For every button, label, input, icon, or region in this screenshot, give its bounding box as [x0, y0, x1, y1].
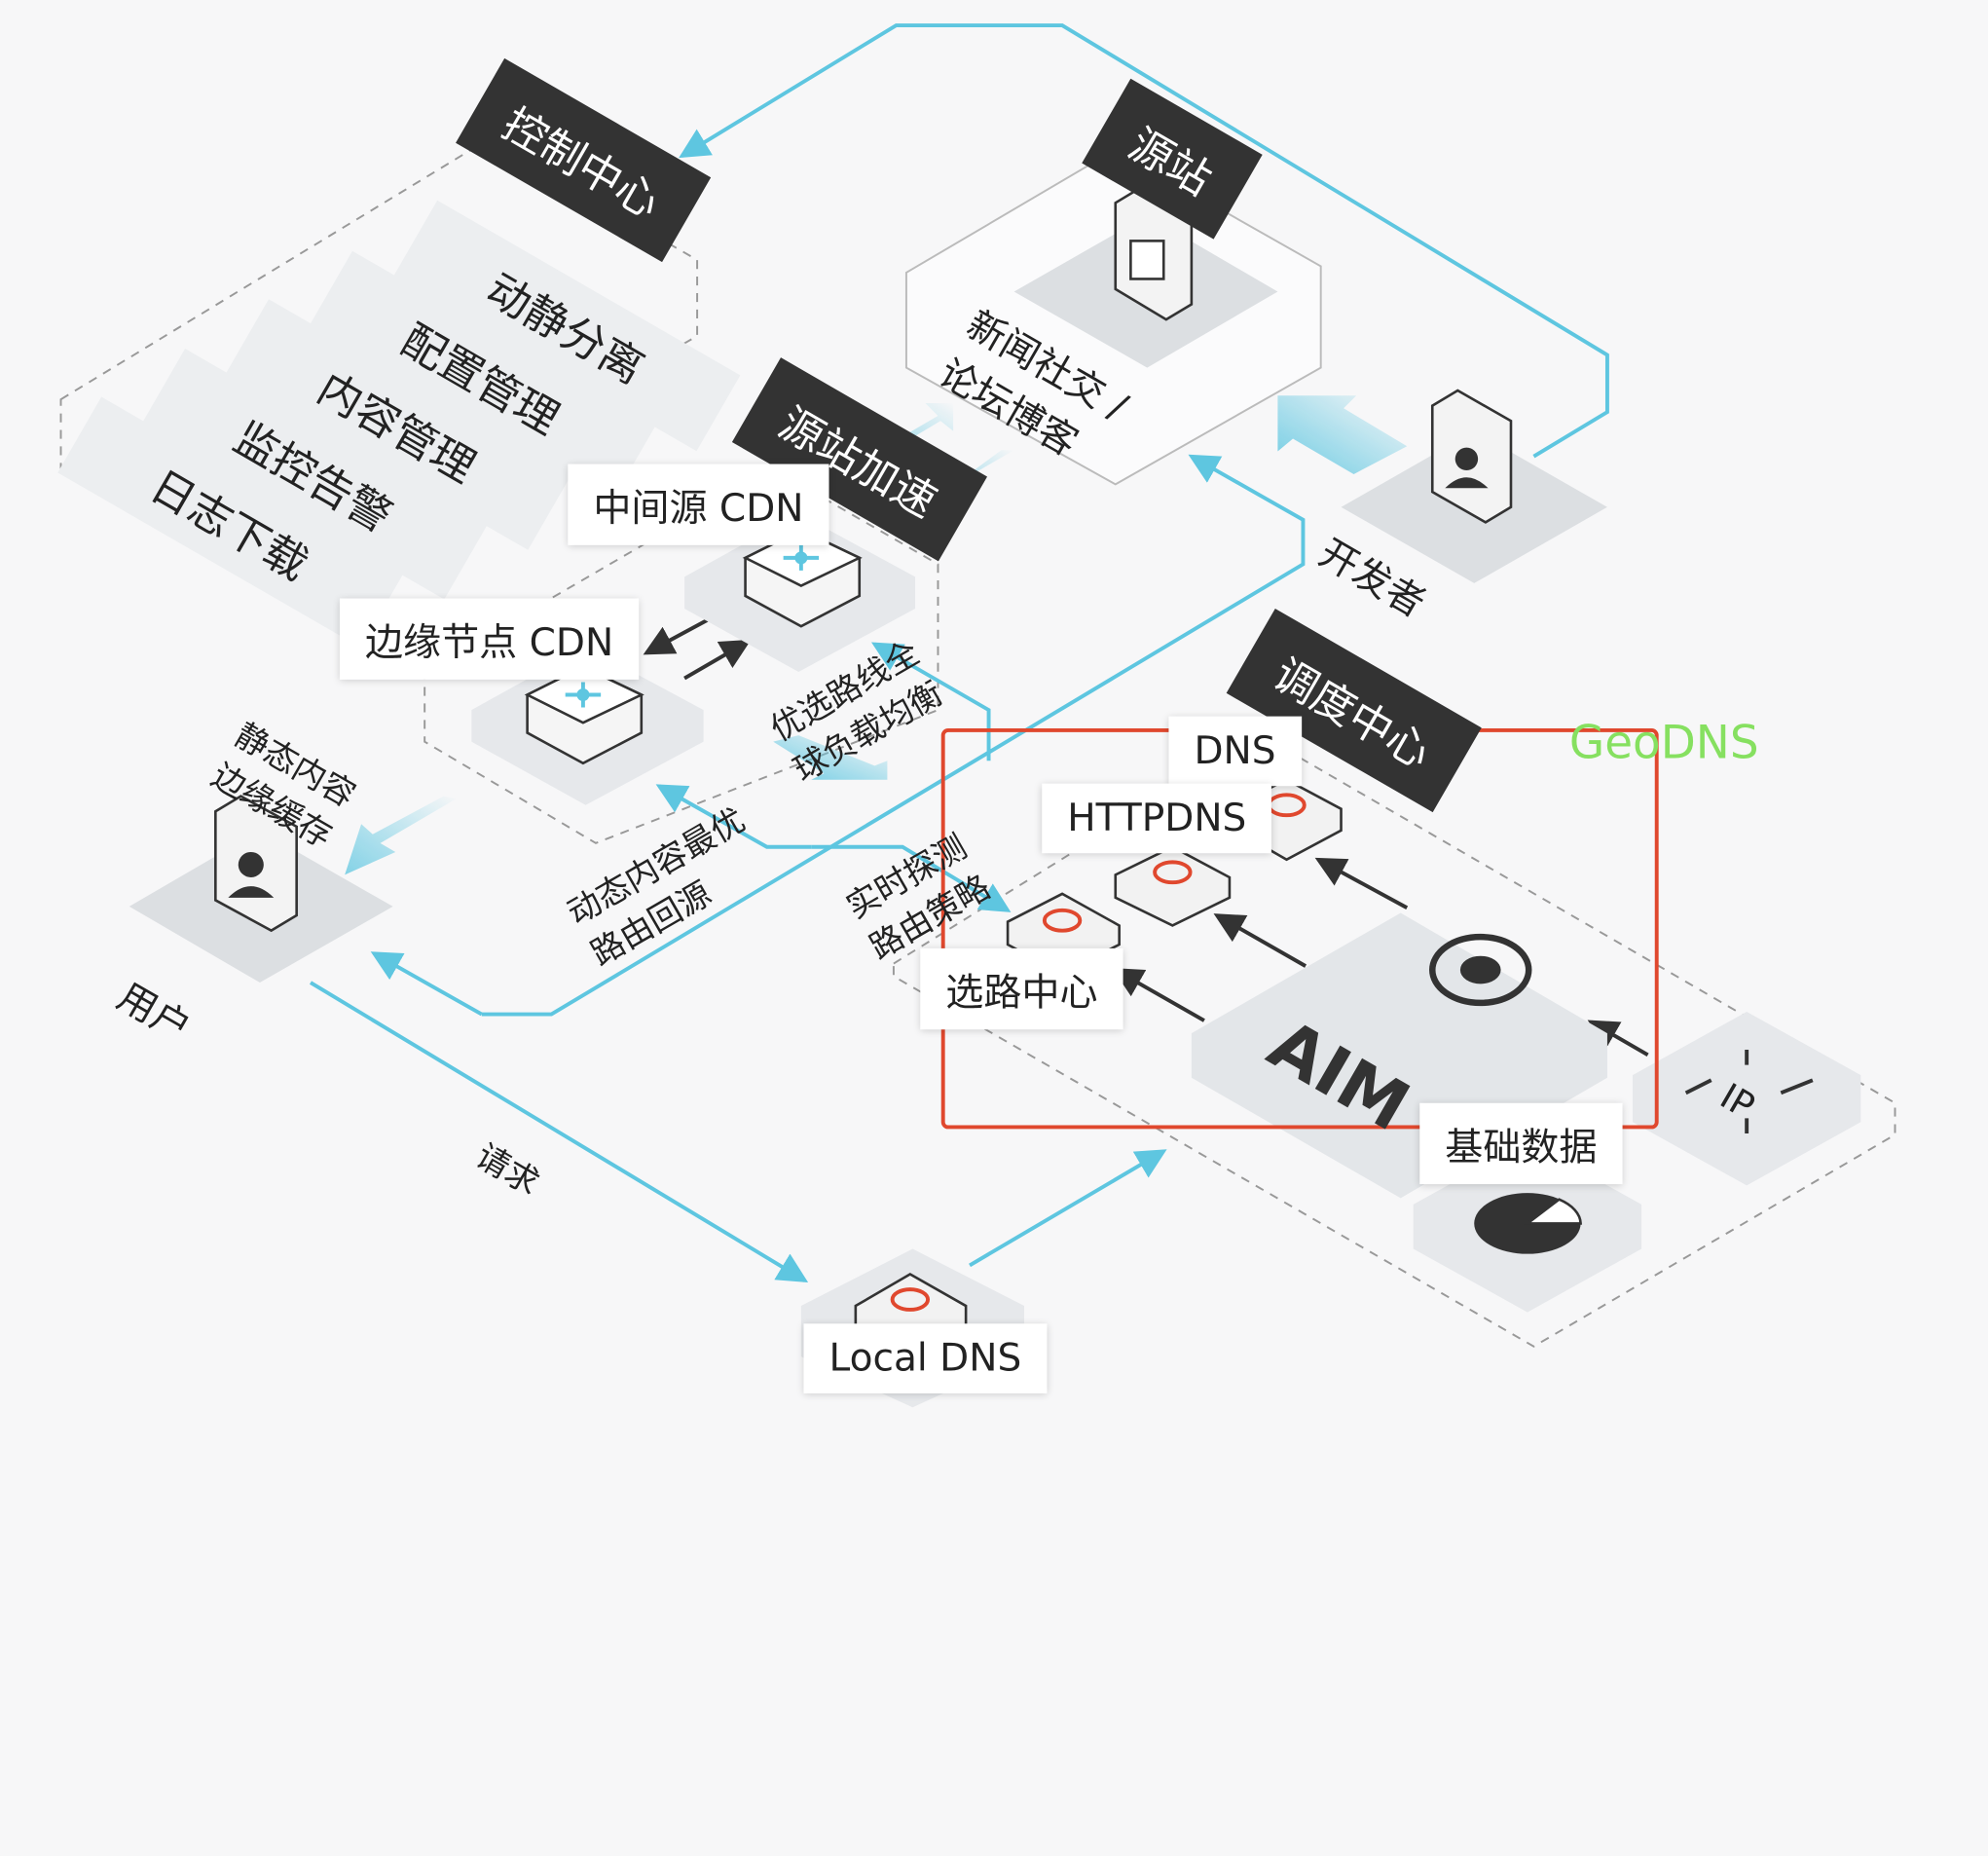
httpdns-label: HTTPDNS	[1042, 783, 1272, 854]
mid-cdn-label: 中间源 CDN	[568, 464, 829, 545]
dns-label: DNS	[1168, 716, 1302, 787]
pie-chart-icon	[1474, 1193, 1582, 1254]
developer-icon	[1430, 389, 1513, 524]
diagram-canvas	[59, 23, 1896, 1408]
local-dns-label: Local DNS	[803, 1323, 1048, 1393]
target-icon	[1429, 933, 1532, 1007]
ip-arrows-icon	[1684, 1050, 1814, 1133]
cdn-edge-icon	[524, 665, 644, 765]
edge-cdn-label: 边缘节点 CDN	[339, 598, 640, 680]
geodns-annotation: GeoDNS	[1568, 717, 1759, 770]
user-icon	[214, 795, 298, 933]
base-data-label: 基础数据	[1419, 1102, 1623, 1185]
route-center-label: 选路中心	[920, 947, 1123, 1030]
flow-lines	[309, 23, 1609, 1283]
